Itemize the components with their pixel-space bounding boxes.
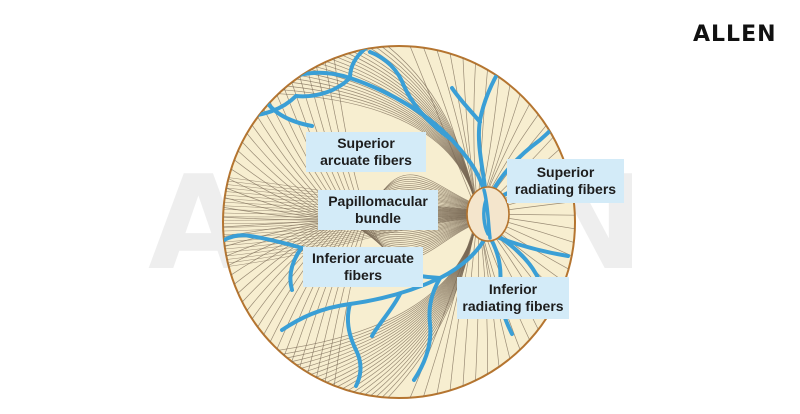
nerve-fiber <box>246 133 479 235</box>
nerve-fiber <box>223 216 479 250</box>
vessel-superior-branch-2 <box>294 76 352 99</box>
nerve-fiber <box>241 141 479 234</box>
nerve-fiber <box>423 213 479 397</box>
nerve-fiber <box>251 124 479 237</box>
optic-disc-vessels <box>482 188 492 240</box>
label-papillomacular-bundle: Papillomacular bundle <box>318 190 438 230</box>
vessel-inferior-left-arc-branch <box>288 248 302 292</box>
vessel-superior-temporal <box>260 70 488 202</box>
label-inferior-radiating-fibers: Inferior radiating fibers <box>457 277 569 319</box>
vessel-superior-branch-1 <box>368 50 454 142</box>
vessel-inferior-branch-2 <box>346 302 363 388</box>
nerve-fiber <box>278 93 479 215</box>
nerve-fiber <box>223 217 479 268</box>
nerve-fiber <box>223 216 479 253</box>
nerve-fiber <box>223 217 479 264</box>
vessel-inferior-branch-3 <box>370 292 402 338</box>
label-inferior-arcuate-fibers: Inferior arcuate fibers <box>303 247 423 287</box>
vessel-inferior-right-2 <box>492 234 570 258</box>
vessel-superior-branch-3 <box>348 46 368 80</box>
nerve-fiber <box>223 217 479 261</box>
allen-logo: ALLEN <box>693 22 777 47</box>
nerve-fiber <box>223 216 479 257</box>
vessel-superior-nasal-branch <box>450 86 482 124</box>
nerve-fiber <box>257 116 479 239</box>
nerve-fiber <box>263 109 479 241</box>
vessel-inferior-branch-1 <box>412 276 442 382</box>
label-superior-radiating-fibers: Superior radiating fibers <box>507 159 624 203</box>
vessel-inferior-temporal <box>280 230 490 332</box>
label-superior-arcuate-fibers: Superior arcuate fibers <box>306 132 426 172</box>
nerve-fiber <box>278 213 479 351</box>
